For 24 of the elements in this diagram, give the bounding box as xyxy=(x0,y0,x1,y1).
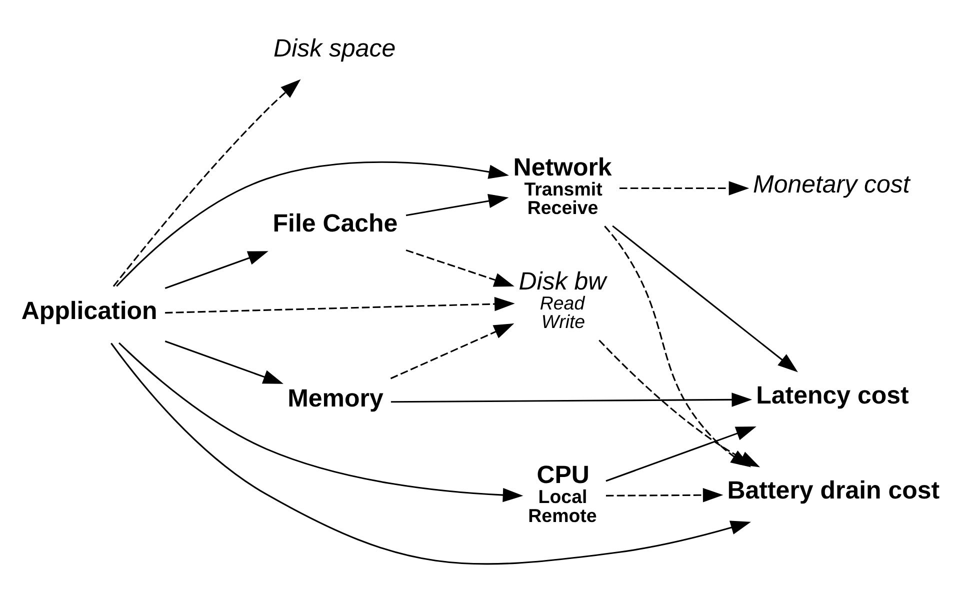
node-text: Battery drain cost xyxy=(727,476,940,505)
node-text: Monetary cost xyxy=(753,170,910,199)
node-text: Disk bw Read Write xyxy=(518,267,606,332)
arrow xyxy=(390,392,752,407)
node-text: File Cache xyxy=(272,210,398,238)
node-text: Disk space xyxy=(274,34,396,63)
node-text: Memory xyxy=(288,384,384,413)
arrow xyxy=(406,249,514,287)
arrow xyxy=(606,426,756,482)
arrow xyxy=(406,194,509,216)
arrow xyxy=(390,323,514,380)
arrow xyxy=(118,342,524,502)
arrow xyxy=(620,181,750,196)
arrow xyxy=(606,488,724,502)
arrow xyxy=(612,225,798,372)
node-text: Network Transmit Receive xyxy=(513,153,612,218)
arrow xyxy=(116,161,509,287)
node-text: Application xyxy=(21,297,158,326)
arrow xyxy=(164,251,268,289)
node-text: Latency cost xyxy=(756,381,909,410)
node-text: CPU Local Remote xyxy=(528,461,597,526)
arrow xyxy=(165,296,515,314)
arrow xyxy=(112,79,301,287)
arrow xyxy=(164,340,284,384)
